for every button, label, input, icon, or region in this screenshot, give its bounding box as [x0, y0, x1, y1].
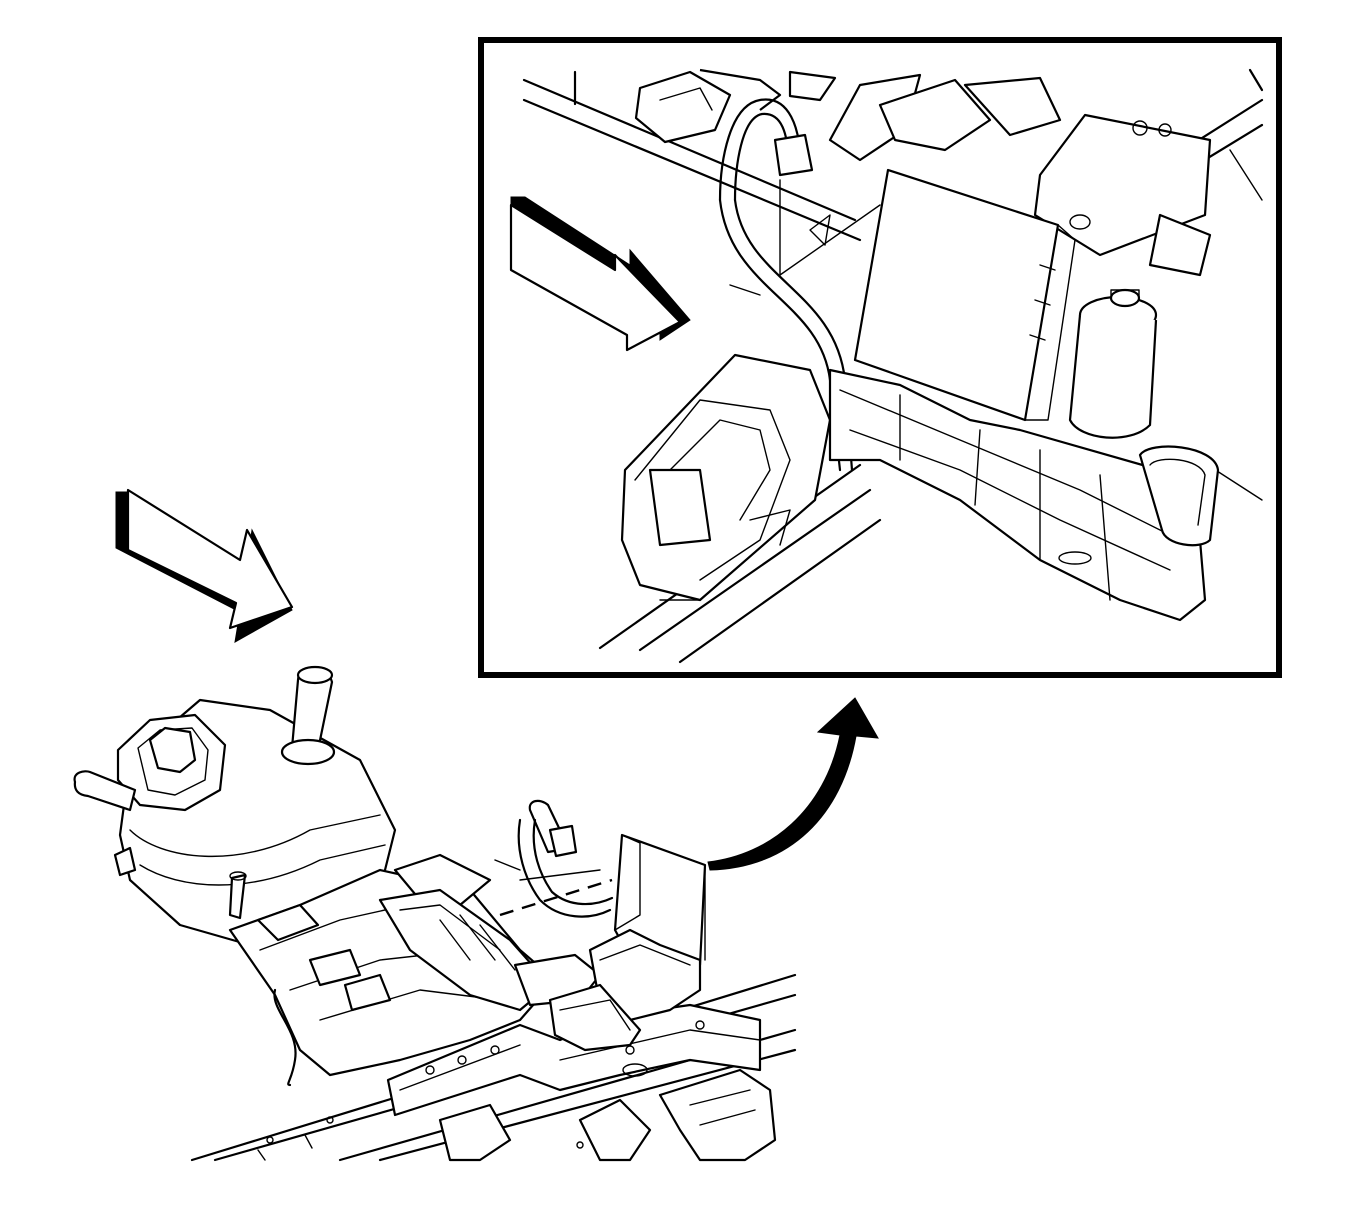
callout-arrow	[707, 697, 879, 871]
wiring-harness	[494, 818, 614, 918]
main-assembly	[73, 665, 797, 1162]
inset-view-arrow	[509, 196, 691, 352]
detail-inset	[478, 37, 1282, 678]
inset-reservoir-body	[620, 353, 1220, 622]
inset-background-frame	[522, 68, 1264, 664]
inset-module	[853, 168, 1076, 422]
inset-wiring-harness	[718, 98, 881, 472]
inset-motor	[1068, 288, 1158, 439]
lower-mounts	[548, 928, 702, 1077]
inset-upper-brackets	[634, 68, 1212, 277]
reservoir-assembly	[73, 665, 397, 947]
view-direction-arrow	[115, 488, 294, 643]
frame-rail	[190, 973, 797, 1162]
